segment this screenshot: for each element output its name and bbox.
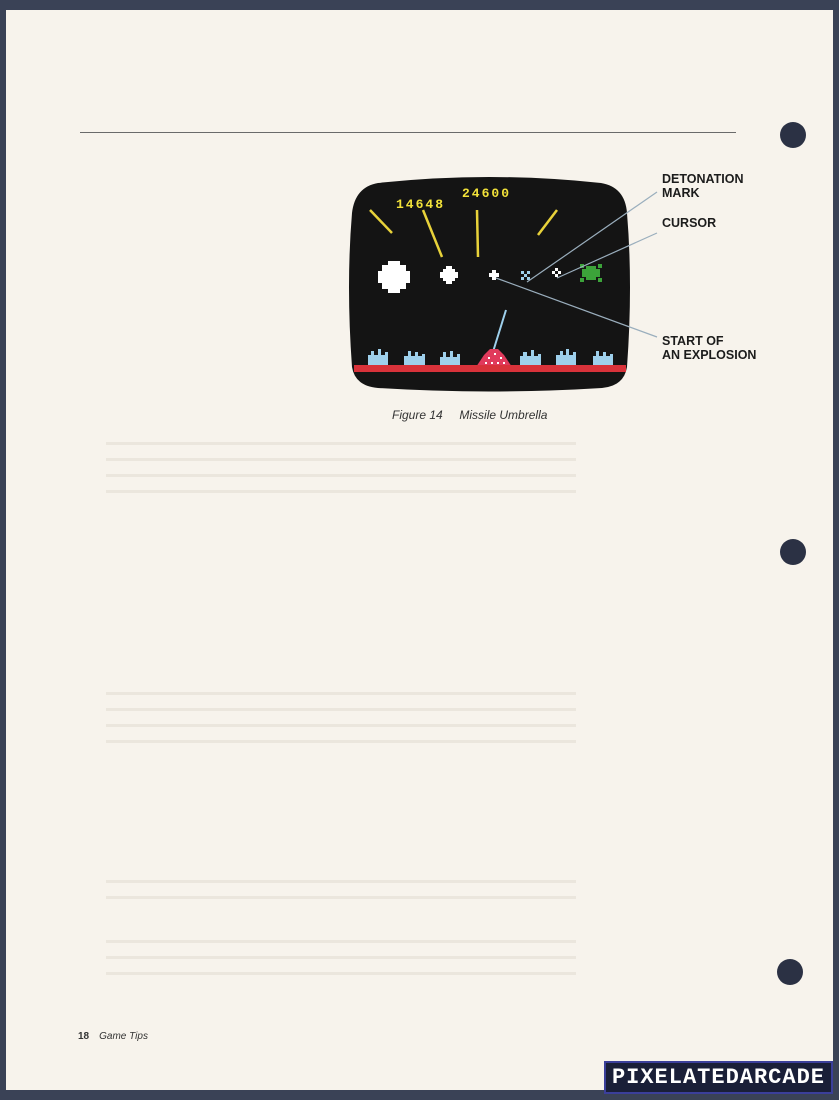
city bbox=[593, 351, 613, 365]
cursor-label: CURSOR bbox=[662, 216, 717, 230]
game-screen-figure: 14648 24600 bbox=[348, 177, 631, 393]
city bbox=[404, 351, 425, 365]
show-through-line bbox=[106, 490, 576, 493]
figure-title: Missile Umbrella bbox=[459, 408, 548, 422]
show-through-line bbox=[106, 458, 576, 461]
show-through-line bbox=[106, 880, 576, 883]
city bbox=[368, 349, 388, 365]
show-through-heading bbox=[82, 150, 90, 181]
score-right: 24600 bbox=[462, 186, 511, 201]
missile-trail bbox=[475, 209, 480, 258]
show-through-line bbox=[106, 442, 576, 445]
figure-caption: Figure 14 Missile Umbrella bbox=[392, 408, 547, 422]
ground bbox=[354, 365, 626, 372]
city bbox=[520, 350, 541, 365]
show-through-line bbox=[106, 972, 576, 975]
show-through-line bbox=[106, 956, 576, 959]
binder-hole-top bbox=[780, 122, 806, 148]
show-through-line bbox=[106, 474, 576, 477]
header-rule bbox=[80, 132, 736, 133]
figure-number: Figure 14 bbox=[392, 408, 443, 422]
show-through-line bbox=[106, 708, 576, 711]
detonation-mark-label: DETONATION MARK bbox=[662, 172, 744, 200]
city bbox=[556, 349, 576, 365]
explosion-start bbox=[489, 270, 499, 280]
page-footer: 18 Game Tips bbox=[78, 1031, 148, 1042]
large-explosion bbox=[378, 261, 410, 293]
page-number: 18 bbox=[78, 1031, 90, 1042]
city bbox=[440, 351, 460, 365]
base-ammo bbox=[485, 353, 505, 364]
missile-trail bbox=[369, 209, 393, 234]
show-through-line bbox=[106, 896, 576, 899]
cities bbox=[368, 349, 613, 365]
section-name: Game Tips bbox=[99, 1031, 148, 1042]
explosion-label: START OF AN EXPLOSION bbox=[662, 334, 757, 362]
show-through-line bbox=[106, 724, 576, 727]
show-through-line bbox=[106, 692, 576, 695]
show-through-line bbox=[106, 740, 576, 743]
show-through-line bbox=[106, 940, 576, 943]
site-watermark: PIXELATEDARCADE bbox=[603, 1061, 833, 1094]
manual-page: 14648 24600 bbox=[6, 10, 833, 1090]
game-screen: 14648 24600 bbox=[349, 177, 630, 392]
binder-hole-bottom bbox=[777, 959, 803, 985]
binder-hole-middle bbox=[780, 539, 806, 565]
medium-explosion bbox=[440, 266, 458, 284]
missile-trail bbox=[421, 209, 444, 258]
score-left: 14648 bbox=[396, 197, 445, 212]
enemy-bomb bbox=[580, 264, 602, 282]
